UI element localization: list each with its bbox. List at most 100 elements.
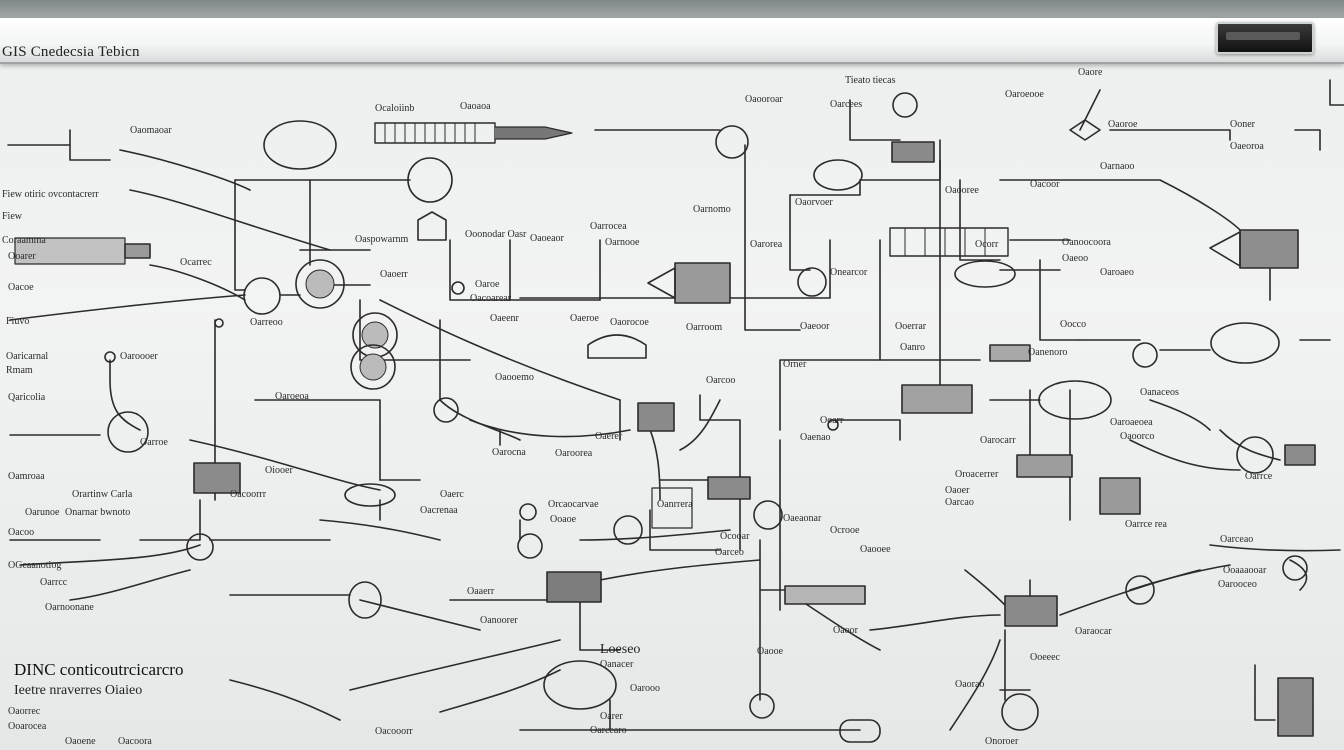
label-22: Oarrocea [590, 221, 627, 232]
node-cloud-5[interactable] [1210, 322, 1280, 364]
node-circle-11[interactable] [433, 397, 459, 423]
node-dot-1[interactable] [104, 351, 116, 363]
label-69: Oaooree [945, 185, 979, 196]
label-46: Oaeaonar [783, 513, 822, 524]
label-6: Rmam [6, 365, 33, 376]
node-cloud-6[interactable] [344, 483, 396, 507]
device-box-3[interactable] [1239, 229, 1299, 269]
device-box-4[interactable] [637, 402, 675, 432]
diagram-caption-2: Ieetre nraverres Oiaieo [14, 683, 143, 698]
node-circle-19[interactable] [749, 693, 775, 719]
device-bar-2[interactable] [784, 585, 866, 605]
label-66: Oaoene [65, 736, 96, 747]
device-box-7[interactable] [193, 462, 241, 494]
node-circle-20[interactable] [1125, 575, 1155, 605]
label-40: Oaroaeoea [1110, 417, 1153, 428]
node-cloud-3[interactable] [954, 260, 1016, 288]
device-box-8[interactable] [707, 476, 751, 500]
node-circle-18[interactable] [348, 581, 382, 619]
node-dome[interactable] [587, 334, 647, 359]
node-circle-8[interactable] [797, 267, 827, 297]
label-42: Oroacerrer [955, 469, 999, 480]
node-pill[interactable] [839, 719, 881, 743]
node-cloud-1[interactable] [263, 120, 337, 170]
label-91: Oaroorea [555, 448, 593, 459]
node-dot-2[interactable] [214, 318, 224, 328]
node-circle-4[interactable] [350, 344, 396, 390]
node-circle-12[interactable] [107, 411, 149, 453]
node-cloud-7[interactable] [543, 660, 617, 710]
node-cloud-2[interactable] [813, 159, 863, 191]
node-circle-22[interactable] [1001, 693, 1039, 731]
label-77: Oanrrera [657, 499, 693, 510]
label-65: Ooarocea [8, 721, 47, 732]
label-84: Oaeoroa [1230, 141, 1264, 152]
node-circle-2[interactable] [295, 259, 345, 309]
label-10: OGeaanotiog [8, 560, 62, 571]
label-14: Onarnar bwnoto [65, 507, 131, 518]
device-rack-1[interactable] [889, 227, 1009, 257]
device-bar-3[interactable] [14, 237, 126, 265]
label-61: Oarcearo [590, 725, 627, 736]
device-box-10[interactable] [1004, 595, 1058, 627]
label-86: Oacoe [8, 282, 34, 293]
label-58: Oarooo [630, 683, 660, 694]
node-circle-1[interactable] [243, 277, 281, 315]
node-dot-3[interactable] [451, 281, 465, 295]
label-79: Oarcoo [706, 375, 736, 386]
label-85: Ooarer [8, 251, 36, 262]
node-cloud-4[interactable] [1038, 380, 1112, 420]
label-56: Oaaerr [467, 586, 495, 597]
device-box-9[interactable] [546, 571, 602, 603]
device-rack-3[interactable] [1016, 454, 1073, 478]
label-73: Ooerrar [895, 321, 927, 332]
node-circle-6[interactable] [715, 125, 749, 159]
label-8: Oamroaa [8, 471, 45, 482]
label-82: Oacoarear [470, 293, 512, 304]
label-17: Oaroeoa [275, 391, 309, 402]
node-circle-10[interactable] [1236, 436, 1274, 474]
label-26: Oaooemo [495, 372, 534, 383]
node-circle-14[interactable] [517, 533, 543, 559]
label-39: Oanaceos [1140, 387, 1179, 398]
label-24: Oaorvoer [795, 197, 833, 208]
node-dot-4[interactable] [827, 419, 839, 431]
label-100: Oaoaoa [460, 101, 491, 112]
label-55: Oaraocar [1075, 626, 1112, 637]
label-89: Oarreoo [250, 317, 283, 328]
node-house[interactable] [417, 211, 447, 241]
label-28: Orcaocarvae [548, 499, 599, 510]
label-18: Oiooer [265, 465, 293, 476]
node-circle-9[interactable] [1132, 342, 1158, 368]
device-box-11[interactable] [989, 344, 1031, 362]
label-94: Oarceo [715, 547, 744, 558]
label-41: Oarrce [1245, 471, 1273, 482]
node-circle-5[interactable] [407, 157, 453, 203]
label-101: Oaore [1078, 67, 1103, 78]
label-62: Onoroer [985, 736, 1019, 747]
label-103: Ooarr [820, 415, 844, 426]
node-circle-13[interactable] [186, 533, 214, 561]
device-box-12[interactable] [1277, 677, 1314, 737]
device-frame-1[interactable] [651, 487, 693, 529]
node-circle-17[interactable] [753, 500, 783, 530]
label-25: Oaorocoe [610, 317, 649, 328]
device-box-2[interactable] [674, 262, 731, 304]
device-rack-2[interactable] [901, 384, 973, 414]
node-circle-16[interactable] [613, 515, 643, 545]
label-52: Ooeeec [1030, 652, 1060, 663]
node-diamond-1[interactable] [1069, 119, 1101, 141]
label-2: Fiew [2, 211, 22, 222]
label-67: Oaooroar [745, 94, 783, 105]
node-circle-15[interactable] [519, 503, 537, 521]
device-box-5[interactable] [1099, 477, 1141, 515]
node-circle-21[interactable] [1282, 555, 1308, 581]
nodes [104, 92, 1308, 743]
device-box-6[interactable] [1284, 444, 1316, 466]
device-box-1[interactable] [891, 141, 935, 163]
node-circle-7[interactable] [892, 92, 918, 118]
label-70: Oarorea [750, 239, 783, 250]
marker-tray-handle[interactable] [1216, 22, 1314, 54]
label-31: Oaroeooe [1005, 89, 1044, 100]
